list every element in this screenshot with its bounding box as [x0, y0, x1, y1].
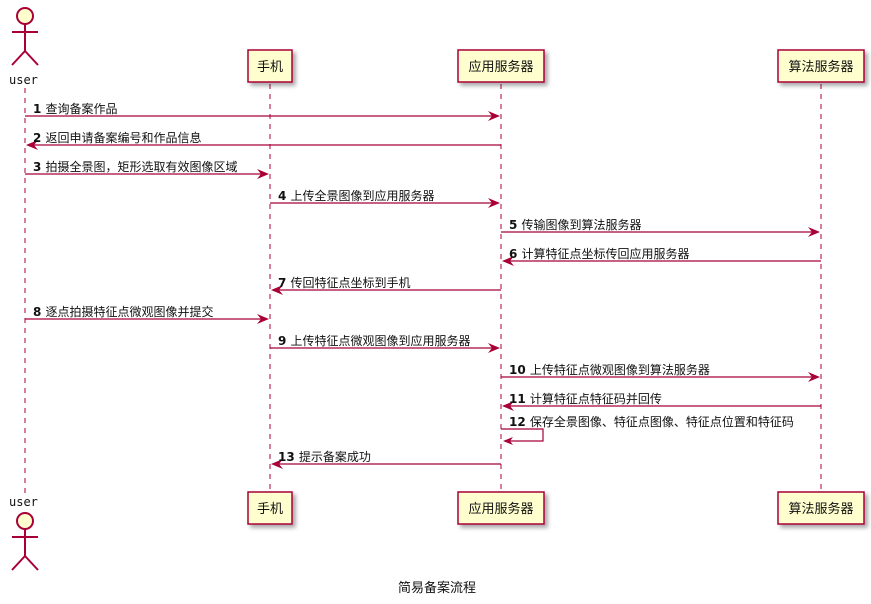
message-label: 13 提示备案成功: [278, 449, 371, 464]
actor-icon-bottom: [11, 512, 39, 571]
arrowhead-icon: [488, 343, 500, 353]
arrowhead-icon: [502, 256, 514, 266]
message-label: 3 拍摄全景图，矩形选取有效图像区域: [33, 159, 238, 174]
arrowhead-icon: [808, 227, 820, 237]
arrowhead-icon: [257, 169, 269, 179]
message-label: 4 上传全景图像到应用服务器: [278, 188, 435, 203]
participant-label-user-bottom: user: [9, 495, 38, 509]
message-10: 10 上传特征点微观图像到算法服务器: [501, 362, 820, 382]
participant-box-app: 应用服务器: [457, 49, 545, 83]
arrowhead-icon: [271, 459, 283, 469]
message-label: 1 查询备案作品: [33, 101, 118, 116]
participant-label-algo-bottom: 算法服务器: [788, 501, 853, 517]
actor-icon-top: [11, 7, 39, 66]
message-13: 13 提示备案成功: [271, 449, 501, 469]
message-6: 6 计算特征点坐标传回应用服务器: [502, 246, 821, 266]
message-3: 3 拍摄全景图，矩形选取有效图像区域: [25, 159, 269, 179]
participant-label-app-bottom: 应用服务器: [468, 501, 533, 517]
arrowhead-icon: [26, 140, 38, 150]
message-9: 9 上传特征点微观图像到应用服务器: [270, 333, 500, 353]
participant-label-user: user: [9, 73, 38, 87]
message-2: 2 返回申请备案编号和作品信息: [26, 130, 501, 150]
participant-box-algo: 算法服务器: [777, 49, 865, 83]
message-label: 8 逐点拍摄特征点微观图像并提交: [33, 304, 214, 319]
arrowhead-icon: [808, 372, 820, 382]
arrowhead-icon: [502, 401, 514, 411]
message-5: 5 传输图像到算法服务器: [501, 217, 820, 237]
participant-box-app-bottom: 应用服务器: [457, 491, 545, 525]
message-label: 6 计算特征点坐标传回应用服务器: [509, 246, 690, 261]
message-label: 12 保存全景图像、特征点图像、特征点位置和特征码: [509, 414, 794, 429]
message-line: [501, 428, 544, 442]
participant-box-algo-bottom: 算法服务器: [777, 491, 865, 525]
participant-box-phone-bottom: 手机: [247, 491, 293, 525]
message-11: 11 计算特征点特征码并回传: [502, 391, 821, 411]
message-8: 8 逐点拍摄特征点微观图像并提交: [25, 304, 269, 324]
participant-label-app: 应用服务器: [468, 59, 533, 75]
message-label: 5 传输图像到算法服务器: [509, 217, 642, 232]
message-7: 7 传回特征点坐标到手机: [271, 275, 501, 295]
arrowhead-icon: [503, 437, 513, 445]
participant-label-algo: 算法服务器: [788, 59, 853, 75]
arrowhead-icon: [271, 285, 283, 295]
message-1: 1 查询备案作品: [25, 101, 500, 121]
participant-label-phone: 手机: [257, 60, 283, 75]
message-12: 12 保存全景图像、特征点图像、特征点位置和特征码: [501, 414, 794, 445]
message-label: 9 上传特征点微观图像到应用服务器: [278, 333, 471, 348]
message-label: 11 计算特征点特征码并回传: [509, 391, 662, 406]
message-4: 4 上传全景图像到应用服务器: [270, 188, 500, 208]
participant-label-phone-bottom: 手机: [257, 502, 283, 517]
message-label: 2 返回申请备案编号和作品信息: [33, 130, 202, 145]
diagram-caption: 简易备案流程: [398, 580, 476, 596]
message-label: 10 上传特征点微观图像到算法服务器: [509, 362, 710, 377]
arrowhead-icon: [488, 198, 500, 208]
arrowhead-icon: [257, 314, 269, 324]
arrowhead-icon: [488, 111, 500, 121]
participant-box-phone: 手机: [247, 49, 293, 83]
message-label: 7 传回特征点坐标到手机: [278, 275, 411, 290]
